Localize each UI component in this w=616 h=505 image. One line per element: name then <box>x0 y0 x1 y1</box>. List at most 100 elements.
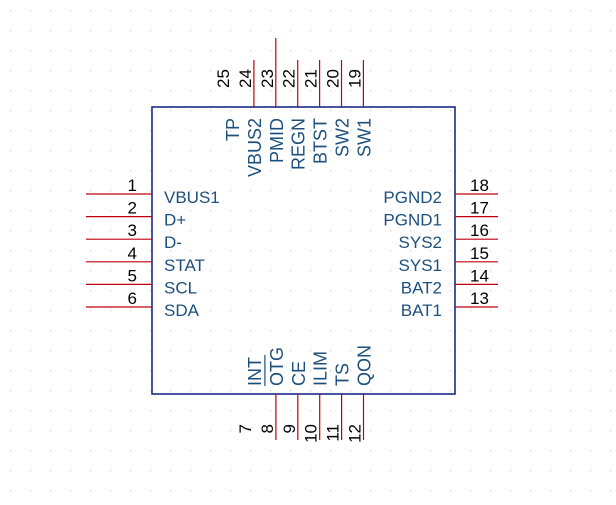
grid-dot <box>450 270 452 272</box>
grid-dot <box>310 410 312 412</box>
grid-dot <box>610 90 612 92</box>
grid-dot <box>490 350 492 352</box>
grid-dot <box>10 430 12 432</box>
grid-dot <box>610 290 612 292</box>
grid-dot <box>70 230 72 232</box>
grid-dot <box>270 70 272 72</box>
grid-dot <box>590 290 592 292</box>
grid-dot <box>290 110 292 112</box>
grid-dot <box>290 10 292 12</box>
grid-dot <box>410 210 412 212</box>
pin-name: SDA <box>164 301 200 320</box>
grid-dot <box>330 170 332 172</box>
grid-dot <box>370 490 372 492</box>
grid-dot <box>70 10 72 12</box>
grid-dot <box>130 330 132 332</box>
grid-dot <box>410 470 412 472</box>
grid-dot <box>610 130 612 132</box>
grid-dot <box>470 150 472 152</box>
grid-dot <box>150 10 152 12</box>
pin-9: 9CE <box>280 361 309 440</box>
grid-dot <box>550 310 552 312</box>
grid-dot <box>450 110 452 112</box>
grid-dot <box>90 430 92 432</box>
grid-dot <box>490 90 492 92</box>
grid-dot <box>590 250 592 252</box>
grid-dot <box>550 350 552 352</box>
grid-dot <box>50 50 52 52</box>
grid-dot <box>330 370 332 372</box>
grid-dot <box>370 370 372 372</box>
grid-dot <box>190 130 192 132</box>
pin-name: D- <box>164 233 182 252</box>
grid-dot <box>490 430 492 432</box>
grid-dot <box>110 390 112 392</box>
grid-dot <box>30 30 32 32</box>
grid-dot <box>530 250 532 252</box>
grid-dot <box>350 350 352 352</box>
grid-dot <box>450 450 452 452</box>
grid-dot <box>250 410 252 412</box>
grid-dot <box>530 150 532 152</box>
grid-dot <box>570 190 572 192</box>
grid-dot <box>370 230 372 232</box>
grid-dot <box>130 310 132 312</box>
grid-dot <box>130 210 132 212</box>
grid-dot <box>610 190 612 192</box>
grid-dot <box>510 370 512 372</box>
grid-dot <box>470 230 472 232</box>
grid-dot <box>350 450 352 452</box>
grid-dot <box>290 430 292 432</box>
grid-dot <box>230 190 232 192</box>
grid-dot <box>450 390 452 392</box>
grid-dot <box>190 430 192 432</box>
grid-dot <box>510 230 512 232</box>
grid-dot <box>90 270 92 272</box>
grid-dot <box>590 350 592 352</box>
grid-dot <box>490 10 492 12</box>
grid-dot <box>310 290 312 292</box>
grid-dot <box>290 470 292 472</box>
grid-dot <box>50 30 52 32</box>
grid-dot <box>50 130 52 132</box>
grid-dot <box>290 190 292 192</box>
grid-dot <box>210 350 212 352</box>
grid-dot <box>110 490 112 492</box>
grid-dot <box>30 350 32 352</box>
pin-name: QON <box>355 345 375 386</box>
grid-dot <box>210 110 212 112</box>
grid-dot <box>390 330 392 332</box>
grid-dot <box>530 70 532 72</box>
grid-dot <box>150 190 152 192</box>
grid-dot <box>470 470 472 472</box>
pin-number: 6 <box>128 289 137 308</box>
grid-dot <box>590 110 592 112</box>
grid-dot <box>90 290 92 292</box>
grid-dot <box>410 90 412 92</box>
grid-dot <box>230 410 232 412</box>
grid-dot <box>430 170 432 172</box>
grid-dot <box>110 370 112 372</box>
grid-dot <box>50 90 52 92</box>
grid-dot <box>230 230 232 232</box>
grid-dot <box>270 410 272 412</box>
grid-dot <box>310 270 312 272</box>
grid-dot <box>150 130 152 132</box>
grid-dot <box>10 190 12 192</box>
grid-dot <box>210 10 212 12</box>
grid-dot <box>410 390 412 392</box>
grid-dot <box>50 110 52 112</box>
grid-dot <box>290 170 292 172</box>
grid-dot <box>430 370 432 372</box>
pin-name: CE <box>289 361 309 386</box>
grid-dot <box>390 430 392 432</box>
pin-number: 5 <box>128 266 137 285</box>
grid-dot <box>390 70 392 72</box>
grid-dot <box>530 390 532 392</box>
grid-dot <box>10 10 12 12</box>
grid-dot <box>430 410 432 412</box>
grid-dot <box>30 410 32 412</box>
